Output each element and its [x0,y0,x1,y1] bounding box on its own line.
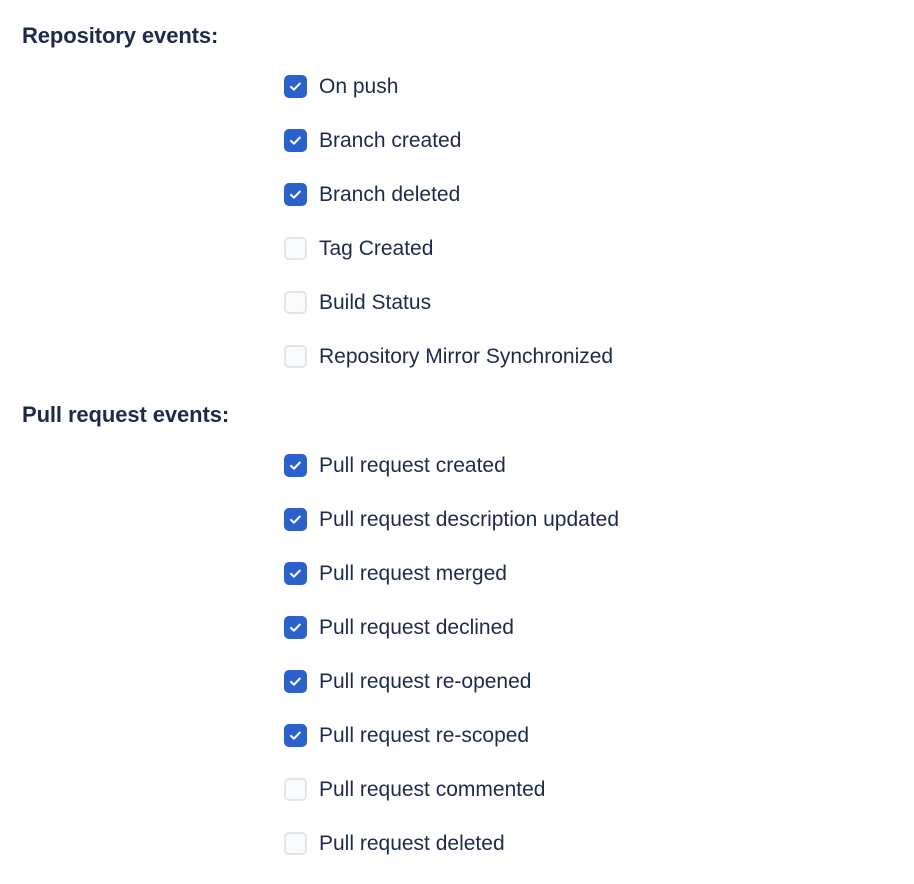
event-label[interactable]: Pull request declined [319,615,514,639]
checkbox-tag-created[interactable] [284,236,307,260]
event-row[interactable]: Pull request declined [0,600,914,654]
checkbox-pull-request-merged[interactable] [284,561,307,585]
checkbox-pull-request-declined[interactable] [284,615,307,639]
event-label[interactable]: Tag Created [319,236,434,260]
checkbox-build-status[interactable] [284,290,307,314]
checkbox-pull-request-re-scoped[interactable] [284,723,307,747]
event-label[interactable]: Pull request deleted [319,831,505,855]
event-row[interactable]: Pull request merged [0,546,914,600]
event-row[interactable]: Pull request re-opened [0,654,914,708]
checkbox-on-push[interactable] [284,74,307,98]
checkbox-branch-deleted[interactable] [284,182,307,206]
checkbox-repository-mirror-synchronized[interactable] [284,344,307,368]
event-label[interactable]: On push [319,74,399,98]
checkbox-pull-request-re-opened[interactable] [284,669,307,693]
event-row[interactable]: Tag Created [0,221,914,275]
event-row[interactable]: Pull request created [0,438,914,492]
event-label[interactable]: Pull request merged [319,561,507,585]
event-row[interactable]: Pull request description updated [0,492,914,546]
event-row[interactable]: Repository Mirror Synchronized [0,329,914,383]
checkbox-pull-request-commented[interactable] [284,777,307,801]
checkbox-pull-request-description-updated[interactable] [284,507,307,531]
checkbox-pull-request-deleted[interactable] [284,831,307,855]
event-row[interactable]: Pull request re-scoped [0,708,914,762]
event-label[interactable]: Pull request re-scoped [319,723,530,747]
repository-events-heading: Repository events: [22,23,219,48]
event-label[interactable]: Branch created [319,128,462,152]
event-row[interactable]: Branch created [0,113,914,167]
event-row[interactable]: Pull request deleted [0,816,914,870]
event-label[interactable]: Pull request description updated [319,507,620,531]
checkbox-pull-request-created[interactable] [284,453,307,477]
event-row[interactable]: Build Status [0,275,914,329]
event-label[interactable]: Pull request created [319,453,506,477]
event-label[interactable]: Branch deleted [319,182,461,206]
event-label[interactable]: Repository Mirror Synchronized [319,344,614,368]
event-label[interactable]: Build Status [319,290,432,314]
checkbox-branch-created[interactable] [284,128,307,152]
event-label[interactable]: Pull request re-opened [319,669,532,693]
event-row[interactable]: Branch deleted [0,167,914,221]
event-label[interactable]: Pull request commented [319,777,546,801]
pull-request-events-heading: Pull request events: [22,402,230,427]
event-row[interactable]: Pull request commented [0,762,914,816]
event-row[interactable]: On push [0,59,914,113]
